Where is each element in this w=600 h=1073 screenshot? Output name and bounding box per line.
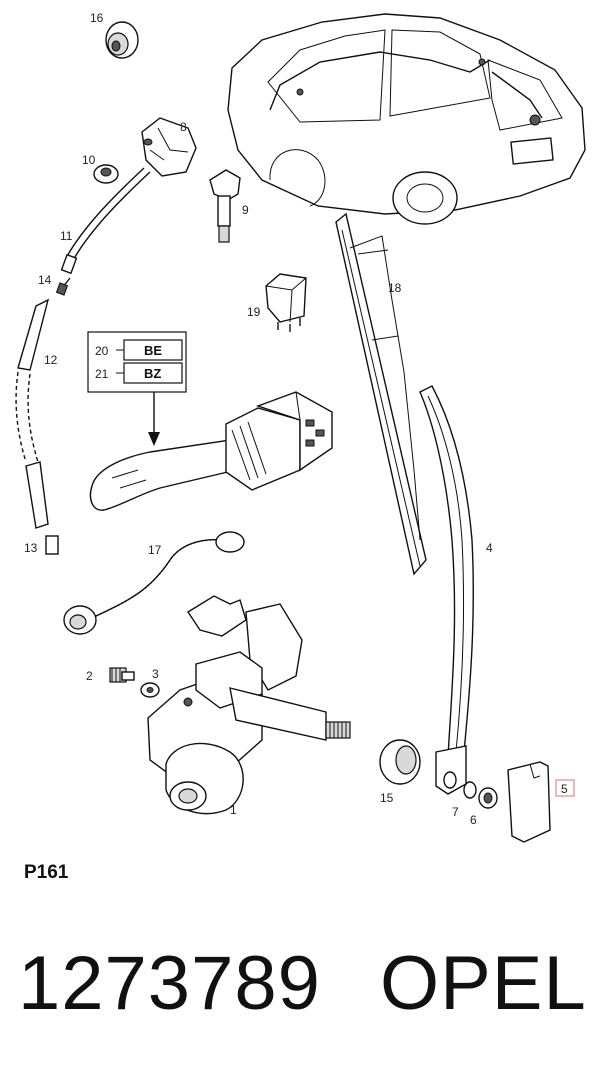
label-14: 14 — [38, 273, 52, 287]
part-4-wiper-arm — [419, 385, 474, 795]
part-19-relay — [265, 273, 307, 332]
highlight-box-5 — [555, 779, 575, 797]
label-9: 9 — [242, 203, 249, 217]
part-number: 1273789 — [18, 941, 321, 1026]
wiper-stalk-switch — [89, 391, 333, 511]
label-17: 17 — [148, 543, 162, 557]
label-4: 4 — [486, 541, 493, 555]
code-bz: BZ — [144, 366, 161, 381]
label-10: 10 — [82, 153, 96, 167]
part-10-grommet — [93, 164, 119, 184]
label-13: 13 — [24, 541, 38, 555]
part-16-grommet — [105, 21, 139, 59]
exploded-parts-diagram: 16 8 10 9 11 14 12 13 — [15, 11, 586, 843]
label-15: 15 — [380, 791, 394, 805]
label-21: 21 — [95, 367, 109, 381]
label-1: 1 — [230, 803, 237, 817]
code-be: BE — [144, 343, 162, 358]
part-2-bolt — [109, 667, 135, 683]
brand-name: OPEL — [380, 941, 587, 1026]
part-7-washer — [463, 781, 477, 799]
washer-hose — [15, 167, 151, 555]
part-5-cap — [507, 761, 551, 843]
part-8-nozzle — [141, 117, 197, 177]
car-illustration — [227, 13, 586, 225]
part-17-cable — [63, 531, 245, 635]
part-6-nut — [478, 787, 498, 809]
label-20: 20 — [95, 344, 109, 358]
label-11: 11 — [60, 229, 73, 243]
label-12: 12 — [44, 353, 58, 367]
label-2: 2 — [86, 669, 93, 683]
label-7: 7 — [452, 805, 459, 819]
label-8: 8 — [180, 120, 187, 134]
part-1-wiper-motor — [147, 595, 351, 815]
label-6: 6 — [470, 813, 477, 827]
part-9-connector — [209, 169, 241, 243]
label-19: 19 — [247, 305, 261, 319]
label-3: 3 — [152, 667, 159, 681]
label-5: 5 — [561, 782, 568, 796]
label-18: 18 — [388, 281, 402, 295]
label-16: 16 — [90, 11, 104, 25]
part-3-washer — [140, 682, 160, 698]
option-code-box — [87, 331, 187, 446]
part-15-grommet — [379, 739, 421, 785]
part-18-wiper-blade — [335, 212, 427, 576]
page-code: P161 — [24, 862, 69, 883]
